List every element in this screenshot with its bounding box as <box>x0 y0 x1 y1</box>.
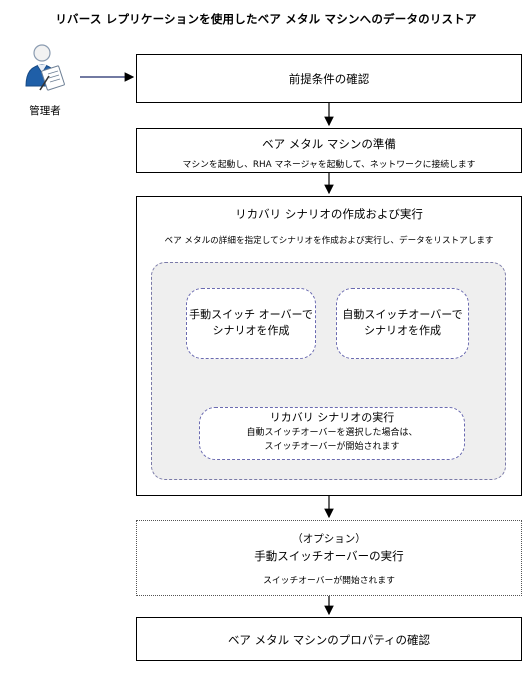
step-verify-properties: ベア メタル マシンのプロパティの確認 <box>136 617 522 661</box>
manual-switchover-scenario: 手動スイッチ オーバーで シナリオを作成 <box>186 288 316 359</box>
step-verify-title: ベア メタル マシンのプロパティの確認 <box>227 633 431 647</box>
auto-switchover-scenario: 自動スイッチオーバーで シナリオを作成 <box>336 288 469 359</box>
step-recovery-title: リカバリ シナリオの作成および実行 <box>235 207 423 221</box>
step-prepare-desc: マシンを起動し、RHA マネージャを起動して、ネットワークに接続します <box>182 160 476 170</box>
run-scenario-line1: リカバリ シナリオの実行 <box>269 411 395 424</box>
optional-title: 手動スイッチオーバーの実行 <box>254 549 404 563</box>
step-optional-manual-switchover: （オプション） 手動スイッチオーバーの実行 スイッチオーバーが開始されます <box>136 520 522 596</box>
step-recovery-desc: ベア メタルの詳細を指定してシナリオを作成および実行し、データをリストアします <box>164 236 494 246</box>
step-prepare-machine: ベア メタル マシンの準備 マシンを起動し、RHA マネージャを起動して、ネット… <box>136 128 522 173</box>
actor-label: 管理者 <box>29 105 61 117</box>
run-scenario-line3: スイッチオーバーが開始されます <box>264 442 400 452</box>
step-prerequisites: 前提条件の確認 <box>136 54 522 103</box>
auto-scenario-line2: シナリオを作成 <box>364 324 441 337</box>
optional-desc: スイッチオーバーが開始されます <box>263 576 395 586</box>
administrator-person-icon <box>22 42 68 98</box>
auto-scenario-line1: 自動スイッチオーバーで <box>342 308 463 321</box>
page-title: リバース レプリケーションを使用したベア メタル マシンへのデータのリストア <box>55 12 477 26</box>
run-recovery-scenario: リカバリ シナリオの実行 自動スイッチオーバーを選択した場合は、 スイッチオーバ… <box>199 407 465 460</box>
optional-label: （オプション） <box>292 533 366 545</box>
manual-scenario-line2: シナリオを作成 <box>212 324 290 337</box>
run-scenario-line2: 自動スイッチオーバーを選択した場合は、 <box>246 427 418 438</box>
step-prepare-title: ベア メタル マシンの準備 <box>262 137 396 151</box>
manual-scenario-line1: 手動スイッチ オーバーで <box>189 308 313 321</box>
step-prerequisites-title: 前提条件の確認 <box>288 72 370 86</box>
